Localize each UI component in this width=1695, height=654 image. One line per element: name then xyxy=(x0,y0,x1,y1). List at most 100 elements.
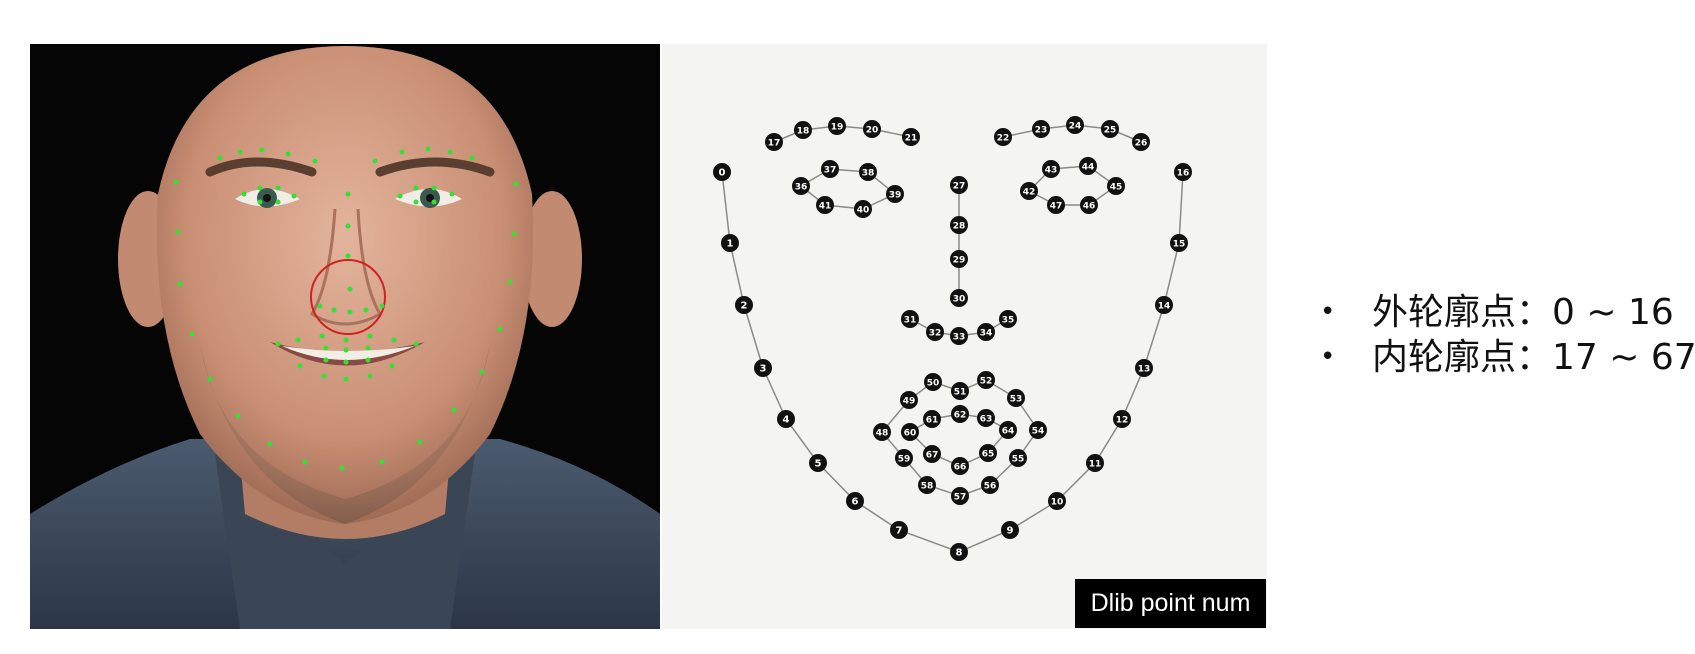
landmark-label: 45 xyxy=(1110,183,1123,193)
landmark-dot xyxy=(1029,421,1047,439)
landmark-dot xyxy=(951,457,969,475)
landmark-dot xyxy=(1080,196,1098,214)
landmark-dot xyxy=(994,128,1012,146)
landmark-point-61: 61 xyxy=(923,410,941,428)
landmark-dot xyxy=(999,310,1017,328)
landmark-point-27: 27 xyxy=(950,176,968,194)
landmark-dot xyxy=(886,185,904,203)
landmark-point-35: 35 xyxy=(999,310,1017,328)
landmark-dot xyxy=(1155,296,1173,314)
landmark-label: 2 xyxy=(741,301,748,312)
landmark-dot xyxy=(809,454,827,472)
landmark-label: 12 xyxy=(1116,416,1129,426)
landmark-dot xyxy=(977,409,995,427)
landmark-dot xyxy=(873,423,891,441)
landmark-label: 14 xyxy=(1158,302,1171,312)
landmark-point-49: 49 xyxy=(900,391,918,409)
landmark-label: 8 xyxy=(956,548,963,559)
landmark-label: 66 xyxy=(954,463,967,473)
outer-contour-bullet: 外轮廓点：0 ~ 16 xyxy=(1320,290,1695,335)
landmark-dot xyxy=(1079,157,1097,175)
photo-landmark-points xyxy=(173,146,519,471)
landmark-dot xyxy=(754,359,772,377)
landmark-label: 38 xyxy=(862,169,875,179)
face-photo xyxy=(30,44,660,629)
landmark-label: 43 xyxy=(1045,166,1058,176)
landmark-point-47: 47 xyxy=(1047,196,1065,214)
landmark-dot xyxy=(1047,196,1065,214)
landmark-point-44: 44 xyxy=(1079,157,1097,175)
landmark-dot xyxy=(1107,177,1125,195)
landmark-point-45: 45 xyxy=(1107,177,1125,195)
landmark-point-33: 33 xyxy=(950,327,968,345)
landmark-label: 48 xyxy=(876,429,889,439)
landmark-label: 28 xyxy=(953,222,966,232)
landmark-label: 22 xyxy=(997,134,1010,144)
landmark-label: 11 xyxy=(1089,460,1102,470)
landmark-label: 16 xyxy=(1177,169,1190,179)
landmark-label: 33 xyxy=(953,333,966,343)
landmark-label: 27 xyxy=(953,182,966,192)
landmark-point-41: 41 xyxy=(816,196,834,214)
landmark-label: 13 xyxy=(1138,365,1151,375)
landmark-point-58: 58 xyxy=(918,476,936,494)
landmark-point-21: 21 xyxy=(902,128,920,146)
landmark-dot xyxy=(950,327,968,345)
landmark-dot xyxy=(1066,116,1084,134)
landmark-label: 57 xyxy=(954,493,967,503)
landmark-point-36: 36 xyxy=(792,177,810,195)
landmark-dot xyxy=(977,323,995,341)
landmark-dot xyxy=(951,487,969,505)
landmark-label: 19 xyxy=(831,123,844,133)
landmark-label: 26 xyxy=(1135,139,1148,149)
landmark-point-66: 66 xyxy=(951,457,969,475)
landmark-label: 54 xyxy=(1032,427,1045,437)
landmark-label: 25 xyxy=(1104,126,1117,136)
landmark-label: 59 xyxy=(898,455,911,465)
landmark-point-34: 34 xyxy=(977,323,995,341)
landmark-dot xyxy=(1132,133,1150,151)
landmark-point-37: 37 xyxy=(821,160,839,178)
landmark-dot xyxy=(792,177,810,195)
landmark-point-32: 32 xyxy=(926,323,944,341)
landmark-dot xyxy=(1020,182,1038,200)
landmark-label: 24 xyxy=(1069,122,1082,132)
landmark-dot xyxy=(765,133,783,151)
landmark-label: 44 xyxy=(1082,163,1095,173)
landmark-label: 37 xyxy=(824,166,837,176)
landmark-label: 31 xyxy=(904,316,917,326)
landmark-dot xyxy=(828,117,846,135)
landmark-dot xyxy=(863,120,881,138)
landmark-label: 7 xyxy=(896,526,903,537)
landmark-point-56: 56 xyxy=(981,476,999,494)
landmark-dot xyxy=(999,421,1017,439)
landmark-point-14: 14 xyxy=(1155,296,1173,314)
landmark-label: 67 xyxy=(926,451,939,461)
landmark-dot xyxy=(950,543,968,561)
landmark-point-28: 28 xyxy=(950,216,968,234)
landmark-dot xyxy=(950,216,968,234)
landmark-label: 3 xyxy=(760,364,767,375)
landmark-point-57: 57 xyxy=(951,487,969,505)
landmark-label: 6 xyxy=(852,497,859,508)
landmark-dot xyxy=(890,521,908,539)
landmark-label: 1 xyxy=(727,239,734,250)
landmark-dot xyxy=(1001,521,1019,539)
landmark-point-3: 3 xyxy=(754,359,772,377)
landmark-dot xyxy=(735,296,753,314)
landmark-dot xyxy=(1048,492,1066,510)
landmark-dot xyxy=(924,373,942,391)
landmark-dot xyxy=(923,410,941,428)
landmark-point-40: 40 xyxy=(854,200,872,218)
landmark-point-11: 11 xyxy=(1086,454,1104,472)
landmark-point-62: 62 xyxy=(951,405,969,423)
landmark-label: 61 xyxy=(926,416,939,426)
landmark-label: 35 xyxy=(1002,316,1015,326)
landmark-dot xyxy=(950,250,968,268)
landmark-dot xyxy=(901,423,919,441)
bullet-list: 外轮廓点：0 ~ 16 内轮廓点：17 ~ 67 xyxy=(1320,290,1695,380)
landmark-point-67: 67 xyxy=(923,445,941,463)
landmark-label: 34 xyxy=(980,329,993,339)
landmark-point-22: 22 xyxy=(994,128,1012,146)
